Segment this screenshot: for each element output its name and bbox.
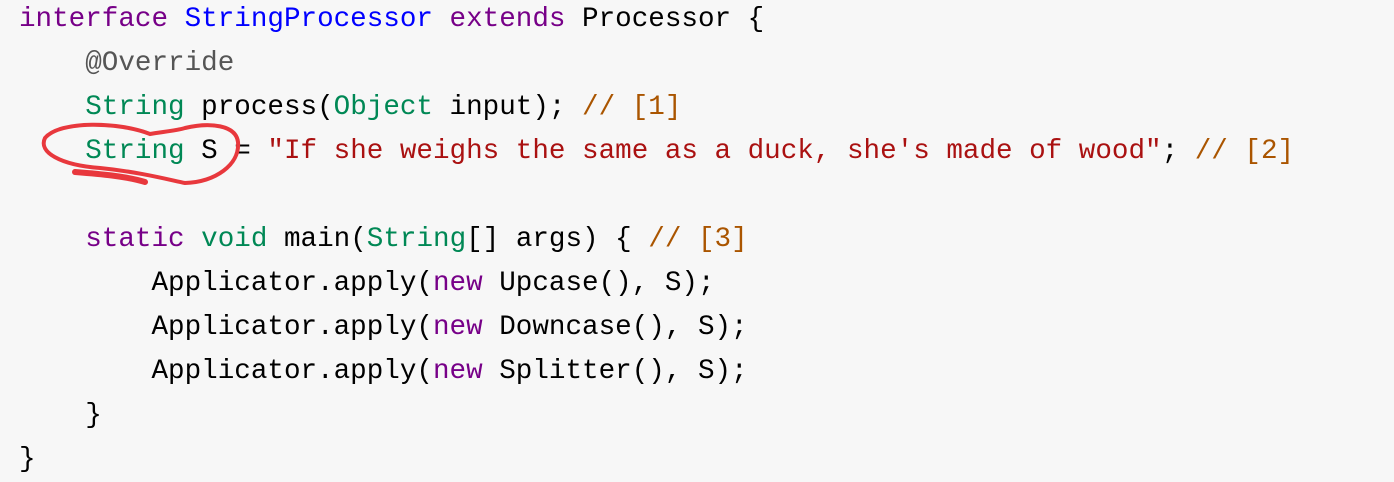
code-token: static bbox=[85, 224, 185, 255]
code-token: new bbox=[432, 268, 483, 299]
code-line bbox=[19, 174, 1294, 218]
code-line: String S = "If she weighs the same as a … bbox=[19, 130, 1294, 174]
code-token: Splitter(), S); bbox=[482, 356, 748, 387]
code-token: extends bbox=[449, 4, 566, 35]
code-token: interface bbox=[19, 4, 169, 35]
code-token: } bbox=[19, 400, 102, 431]
code-token bbox=[168, 4, 185, 35]
code-line: } bbox=[19, 438, 1294, 482]
code-token: Object bbox=[333, 92, 433, 123]
code-token: String bbox=[85, 136, 185, 167]
code-line: String process(Object input); // [1] bbox=[19, 86, 1294, 130]
code-token: Applicator.apply( bbox=[19, 268, 433, 299]
code-line: Applicator.apply(new Downcase(), S); bbox=[19, 306, 1294, 350]
code-token: String bbox=[366, 224, 467, 255]
code-token: "If she weighs the same as a duck, she's… bbox=[267, 136, 1162, 167]
code-line: Applicator.apply(new Splitter(), S); bbox=[19, 350, 1294, 394]
code-token: S = bbox=[184, 136, 268, 167]
code-token bbox=[19, 92, 85, 123]
code-token bbox=[19, 224, 85, 255]
code-line: static void main(String[] args) { // [3] bbox=[19, 218, 1294, 262]
code-token: process( bbox=[184, 92, 334, 123]
code-token: @Override bbox=[85, 48, 235, 79]
code-token bbox=[19, 48, 85, 79]
code-token: Processor { bbox=[565, 4, 765, 35]
code-block: interface StringProcessor extends Proces… bbox=[19, 0, 1294, 482]
code-token: // [3] bbox=[648, 224, 748, 255]
code-line: @Override bbox=[19, 42, 1294, 86]
code-token: String bbox=[85, 92, 185, 123]
code-token bbox=[185, 224, 202, 255]
code-token: // [1] bbox=[582, 92, 682, 123]
code-token: ; bbox=[1161, 136, 1195, 167]
code-token: [] args) { bbox=[466, 224, 649, 255]
code-token: void bbox=[201, 224, 268, 255]
code-token: new bbox=[432, 312, 483, 343]
code-token: Applicator.apply( bbox=[19, 312, 433, 343]
code-token: main( bbox=[267, 224, 367, 255]
code-line: interface StringProcessor extends Proces… bbox=[19, 0, 1294, 42]
code-token: } bbox=[19, 444, 36, 475]
code-token: input); bbox=[433, 92, 583, 123]
code-token: // [2] bbox=[1194, 136, 1295, 167]
code-line: Applicator.apply(new Upcase(), S); bbox=[19, 262, 1294, 306]
code-token: Downcase(), S); bbox=[482, 312, 748, 343]
code-token: Upcase(), S); bbox=[482, 268, 715, 299]
code-token bbox=[19, 136, 85, 167]
code-token: new bbox=[432, 356, 483, 387]
code-token: Applicator.apply( bbox=[19, 356, 433, 387]
code-line: } bbox=[19, 394, 1294, 438]
code-token: StringProcessor bbox=[184, 4, 433, 35]
code-token bbox=[433, 4, 450, 35]
